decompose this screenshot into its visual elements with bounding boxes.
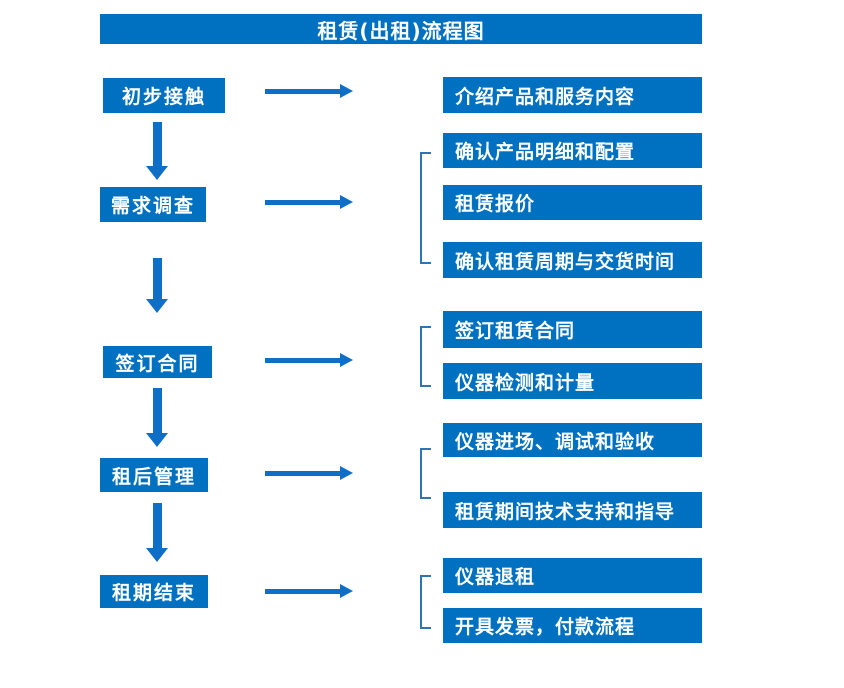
detail-box-confirm-product-details-config: 确认产品明细和配置: [443, 133, 702, 168]
down-arrow-icon-1: [146, 122, 168, 180]
stage-label: 需求调查: [110, 195, 195, 217]
group-bracket-lease-end: [420, 575, 431, 629]
group-bracket-demand-survey: [420, 152, 431, 264]
stage-box-demand-survey: 需求调查: [100, 187, 206, 222]
detail-box-sign-rental-contract: 签订租赁合同: [443, 311, 702, 348]
right-arrow-icon-1: [265, 84, 353, 98]
detail-box-instrument-setup-acceptance: 仪器进场、调试和验收: [443, 423, 702, 457]
down-arrow-icon-2: [146, 258, 168, 313]
right-arrow-icon-4: [265, 466, 353, 480]
group-bracket-post-rental: [420, 448, 431, 499]
detail-label: 确认产品明细和配置: [455, 141, 636, 163]
flowchart-title-text: 租赁(出租)流程图: [317, 18, 485, 43]
stage-box-post-rental-management: 租后管理: [100, 458, 208, 492]
detail-box-introduce-products-services: 介绍产品和服务内容: [443, 77, 702, 113]
detail-box-confirm-rental-period-delivery: 确认租赁周期与交货时间: [443, 242, 702, 278]
detail-label: 仪器检测和计量: [455, 371, 596, 394]
detail-label: 签订租赁合同: [455, 320, 576, 342]
detail-box-instrument-return: 仪器退租: [443, 558, 702, 593]
stage-label: 租后管理: [111, 465, 196, 488]
right-arrow-icon-5: [265, 584, 353, 598]
stage-label: 初步接触: [121, 86, 206, 108]
right-arrow-icon-3: [265, 353, 353, 367]
stage-box-lease-end: 租期结束: [100, 575, 208, 608]
detail-label: 介绍产品和服务内容: [455, 85, 636, 108]
down-arrow-icon-4: [146, 503, 168, 562]
down-arrow-icon-3: [146, 388, 168, 447]
detail-box-instrument-testing-metrology: 仪器检测和计量: [443, 363, 702, 399]
stage-box-initial-contact: 初步接触: [103, 78, 225, 113]
right-arrow-icon-2: [265, 195, 353, 209]
flowchart-title-bar: 租赁(出租)流程图: [100, 14, 702, 44]
stage-label: 签订合同: [115, 352, 200, 375]
group-bracket-sign-contract: [420, 326, 431, 387]
detail-box-technical-support-guidance: 租赁期间技术支持和指导: [443, 492, 702, 528]
detail-label: 确认租赁周期与交货时间: [455, 250, 676, 273]
stage-box-sign-contract: 签订合同: [103, 346, 212, 378]
detail-label: 租赁报价: [455, 193, 536, 215]
detail-label: 仪器退租: [455, 566, 536, 588]
detail-label: 开具发票，付款流程: [455, 616, 636, 638]
detail-box-rental-quote: 租赁报价: [443, 185, 702, 220]
detail-box-invoice-payment-process: 开具发票，付款流程: [443, 608, 702, 643]
detail-label: 租赁期间技术支持和指导: [455, 500, 676, 523]
detail-label: 仪器进场、调试和验收: [455, 430, 656, 453]
stage-label: 租期结束: [111, 582, 196, 604]
